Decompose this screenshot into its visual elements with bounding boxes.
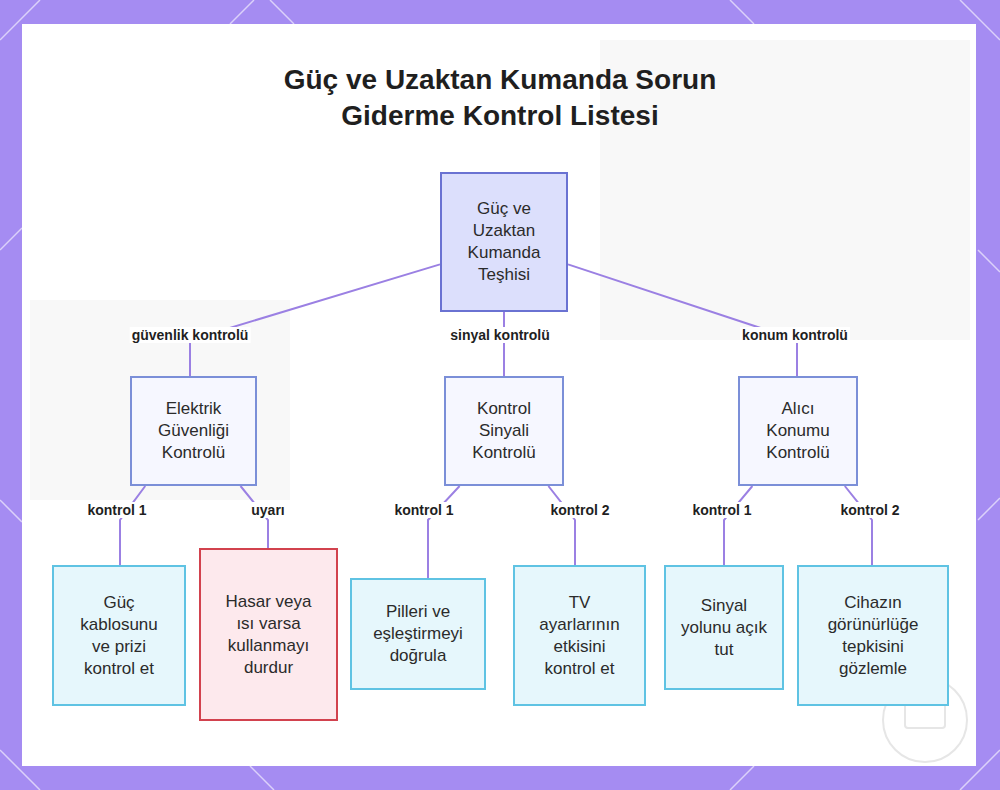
- node-text: Kontrol Sinyali Kontrolü: [454, 398, 554, 464]
- category-box: Kontrol Sinyali Kontrolü: [444, 376, 564, 486]
- edge-label: kontrol 2: [838, 502, 901, 518]
- edge-label: uyarı: [249, 502, 286, 518]
- diagram-title: Güç ve Uzaktan Kumanda Sorun Giderme Kon…: [250, 62, 750, 134]
- node-text: TV ayarlarının etkisini kontrol et: [530, 592, 630, 680]
- category-box: Elektrik Güvenliği Kontrolü: [130, 376, 257, 486]
- category-box: Alıcı Konumu Kontrolü: [738, 376, 858, 486]
- node-text: Güç ve Uzaktan Kumanda Teşhisi: [456, 198, 552, 286]
- edge-label: kontrol 1: [392, 502, 455, 518]
- action-box: TV ayarlarının etkisini kontrol et: [513, 565, 646, 706]
- connector: [568, 264, 797, 376]
- node-text: Cihazın görünürlüğe tepkisini gözlemle: [818, 592, 928, 680]
- action-box: Güç kablosunu ve prizi kontrol et: [52, 565, 186, 706]
- node-text: Güç kablosunu ve prizi kontrol et: [69, 592, 169, 680]
- node-text: Pilleri ve eşleştirmeyi doğrula: [359, 601, 477, 667]
- connector: [845, 486, 872, 565]
- action-box: Cihazın görünürlüğe tepkisini gözlemle: [797, 565, 949, 706]
- action-box: Pilleri ve eşleştirmeyi doğrula: [350, 578, 486, 690]
- edge-label: güvenlik kontrolü: [130, 327, 251, 343]
- edge-label: sinyal kontrolü: [448, 327, 552, 343]
- action-box: Sinyal yolunu açık tut: [664, 565, 784, 690]
- node-text: Sinyal yolunu açık tut: [679, 595, 769, 661]
- node-text: Alıcı Konumu Kontrolü: [748, 398, 848, 464]
- edge-label: kontrol 1: [690, 502, 753, 518]
- connector: [504, 312, 505, 376]
- node-text: Elektrik Güvenliği Kontrolü: [139, 398, 249, 464]
- root-box: Güç ve Uzaktan Kumanda Teşhisi: [440, 172, 568, 312]
- connector: [120, 486, 145, 565]
- node-text: Hasar veya ısı varsa kullanmayı durdur: [219, 591, 319, 679]
- connector: [724, 486, 752, 565]
- connector: [548, 486, 575, 565]
- edge-label: konum kontrolü: [740, 327, 850, 343]
- edge-label: kontrol 2: [548, 502, 611, 518]
- connector: [428, 486, 460, 578]
- warning-box: Hasar veya ısı varsa kullanmayı durdur: [199, 548, 338, 721]
- connector: [190, 264, 440, 376]
- edge-label: kontrol 1: [85, 502, 148, 518]
